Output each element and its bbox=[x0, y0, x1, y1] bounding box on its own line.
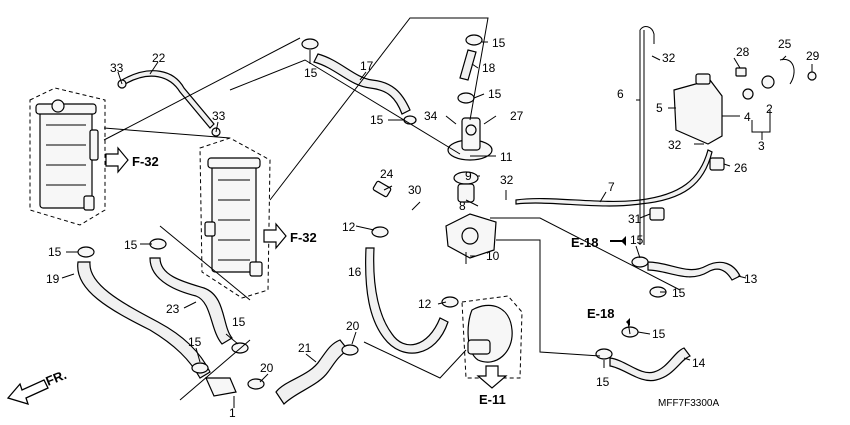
ref-arrow-f32-right: F-32 bbox=[263, 222, 317, 250]
callout-32c: 32 bbox=[500, 173, 514, 187]
reserve-tank-cap bbox=[742, 58, 817, 100]
ref-e11: E-11 bbox=[479, 392, 506, 407]
fitting-1 bbox=[205, 377, 237, 397]
tube-6 bbox=[639, 26, 655, 245]
callout-22: 22 bbox=[152, 51, 166, 65]
water-temp-sensor bbox=[372, 180, 392, 198]
left-radiator bbox=[29, 87, 106, 226]
callout-8: 8 bbox=[459, 199, 466, 213]
hose-17 bbox=[313, 53, 411, 115]
hose-14 bbox=[609, 347, 691, 382]
callout-33a: 33 bbox=[110, 61, 124, 75]
callout-11: 11 bbox=[500, 150, 513, 164]
hose-18 bbox=[459, 49, 477, 81]
callout-15k: 15 bbox=[652, 327, 666, 341]
ref-fr: FR. bbox=[44, 367, 69, 389]
callout-6: 6 bbox=[617, 87, 624, 101]
callout-32b: 32 bbox=[668, 138, 682, 152]
callout-12b: 12 bbox=[418, 297, 432, 311]
callout-20a: 20 bbox=[260, 361, 274, 375]
callout-4: 4 bbox=[744, 110, 751, 124]
callout-14: 14 bbox=[692, 356, 706, 370]
callout-30: 30 bbox=[408, 183, 422, 197]
callout-1: 1 bbox=[229, 406, 236, 420]
ref-arrow-f32-left: F-32 bbox=[105, 146, 159, 174]
callout-12a: 12 bbox=[342, 220, 356, 234]
callout-15i: 15 bbox=[630, 233, 644, 247]
callout-34: 34 bbox=[424, 109, 438, 123]
callout-29: 29 bbox=[806, 49, 820, 63]
callout-24: 24 bbox=[380, 167, 394, 181]
callout-7: 7 bbox=[608, 180, 615, 194]
leader-lines bbox=[61, 17, 813, 408]
callout-15a: 15 bbox=[492, 36, 506, 50]
callout-15g: 15 bbox=[232, 315, 246, 329]
ref-f32-left: F-32 bbox=[132, 154, 159, 169]
diagram-code: MFF7F3300A bbox=[658, 398, 719, 409]
callout-31: 31 bbox=[628, 212, 642, 226]
hose-13 bbox=[647, 261, 741, 281]
callout-18: 18 bbox=[482, 61, 496, 75]
callout-10: 10 bbox=[486, 249, 500, 263]
callout-16: 16 bbox=[348, 265, 362, 279]
grommet-26 bbox=[709, 157, 725, 171]
thermostat bbox=[453, 171, 479, 203]
hose-21 bbox=[275, 339, 349, 405]
clip-31 bbox=[649, 207, 665, 221]
callout-26: 26 bbox=[734, 161, 748, 175]
callout-15l: 15 bbox=[596, 375, 610, 389]
ref-f32-right: F-32 bbox=[290, 230, 317, 245]
hose-16 bbox=[365, 247, 449, 354]
hose-19 bbox=[77, 261, 211, 379]
callout-labels: 1 2 3 4 5 6 7 8 9 10 11 12 12 13 14 15 1… bbox=[46, 36, 820, 420]
callout-20b: 20 bbox=[346, 319, 360, 333]
hose-22 bbox=[121, 70, 215, 129]
callout-25: 25 bbox=[778, 37, 792, 51]
callout-27: 27 bbox=[510, 109, 524, 123]
callout-19: 19 bbox=[46, 272, 60, 286]
callout-15h: 15 bbox=[188, 335, 202, 349]
reserve-tank bbox=[673, 73, 723, 145]
callout-23: 23 bbox=[166, 302, 180, 316]
callout-33b: 33 bbox=[212, 109, 226, 123]
engine-block bbox=[461, 295, 523, 379]
callout-15b: 15 bbox=[304, 66, 318, 80]
callout-28: 28 bbox=[736, 45, 750, 59]
ref-e18-lower: E-18 bbox=[587, 306, 614, 321]
callout-9: 9 bbox=[465, 169, 472, 183]
hose-23 bbox=[149, 257, 233, 345]
callout-15f: 15 bbox=[124, 238, 138, 252]
ref-arrow-e11: E-11 bbox=[476, 365, 508, 407]
callout-5: 5 bbox=[656, 101, 663, 115]
callout-15d: 15 bbox=[370, 113, 384, 127]
callout-13: 13 bbox=[744, 272, 758, 286]
water-pump-cover bbox=[445, 213, 497, 259]
callout-15j: 15 bbox=[672, 286, 686, 300]
callout-15e: 15 bbox=[48, 245, 62, 259]
callout-17: 17 bbox=[360, 59, 374, 73]
callout-2: 2 bbox=[766, 102, 773, 116]
front-direction-arrow: FR. bbox=[6, 367, 69, 405]
callout-21: 21 bbox=[298, 341, 312, 355]
callout-32a: 32 bbox=[662, 51, 676, 65]
hose-7 bbox=[515, 149, 713, 207]
ref-e18-upper: E-18 bbox=[571, 235, 598, 250]
bolt-28 bbox=[735, 67, 747, 77]
callout-3: 3 bbox=[758, 139, 765, 153]
thermostat-housing bbox=[447, 117, 493, 161]
right-radiator bbox=[199, 137, 271, 299]
callout-15c: 15 bbox=[488, 87, 502, 101]
